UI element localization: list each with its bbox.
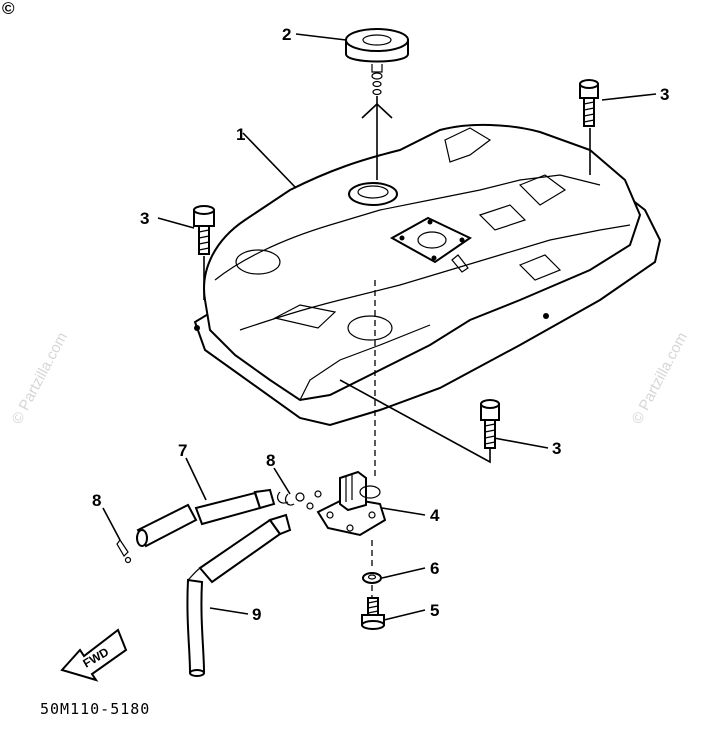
fuel-cap [345, 28, 409, 104]
watermark-left: © Partzilla.com [9, 330, 71, 427]
bolt-top-right [579, 79, 599, 127]
callout-3-top-right: 3 [660, 85, 669, 104]
callout-8-right: 8 [266, 451, 275, 470]
callout-8-left: 8 [92, 491, 101, 510]
overflow-hose [186, 513, 292, 677]
callout-4: 4 [430, 506, 440, 525]
callout-2: 2 [282, 25, 291, 44]
callout-3-left: 3 [140, 209, 149, 228]
callout-1: 1 [236, 125, 245, 144]
watermark-right: © Partzilla.com [629, 330, 691, 427]
callout-5: 5 [430, 601, 439, 620]
fwd-arrow: FWD [60, 628, 128, 682]
drain-screw [361, 597, 385, 630]
callout-7: 7 [178, 441, 187, 460]
hose-clip-right [276, 491, 289, 504]
washer [362, 572, 382, 584]
fuel-hose-upper [136, 488, 276, 548]
bolt-right-lower [480, 399, 500, 449]
callout-9: 9 [252, 605, 261, 624]
fuel-tank [193, 123, 662, 427]
corner-copyright-mark: © [2, 0, 15, 18]
fuel-cock [284, 470, 387, 537]
callout-6: 6 [430, 559, 439, 578]
callout-3-right-lower: 3 [552, 439, 561, 458]
bolt-left [193, 205, 215, 255]
diagram-reference-code: 50M110-5180 [40, 700, 150, 718]
hose-clip-left [116, 538, 132, 564]
